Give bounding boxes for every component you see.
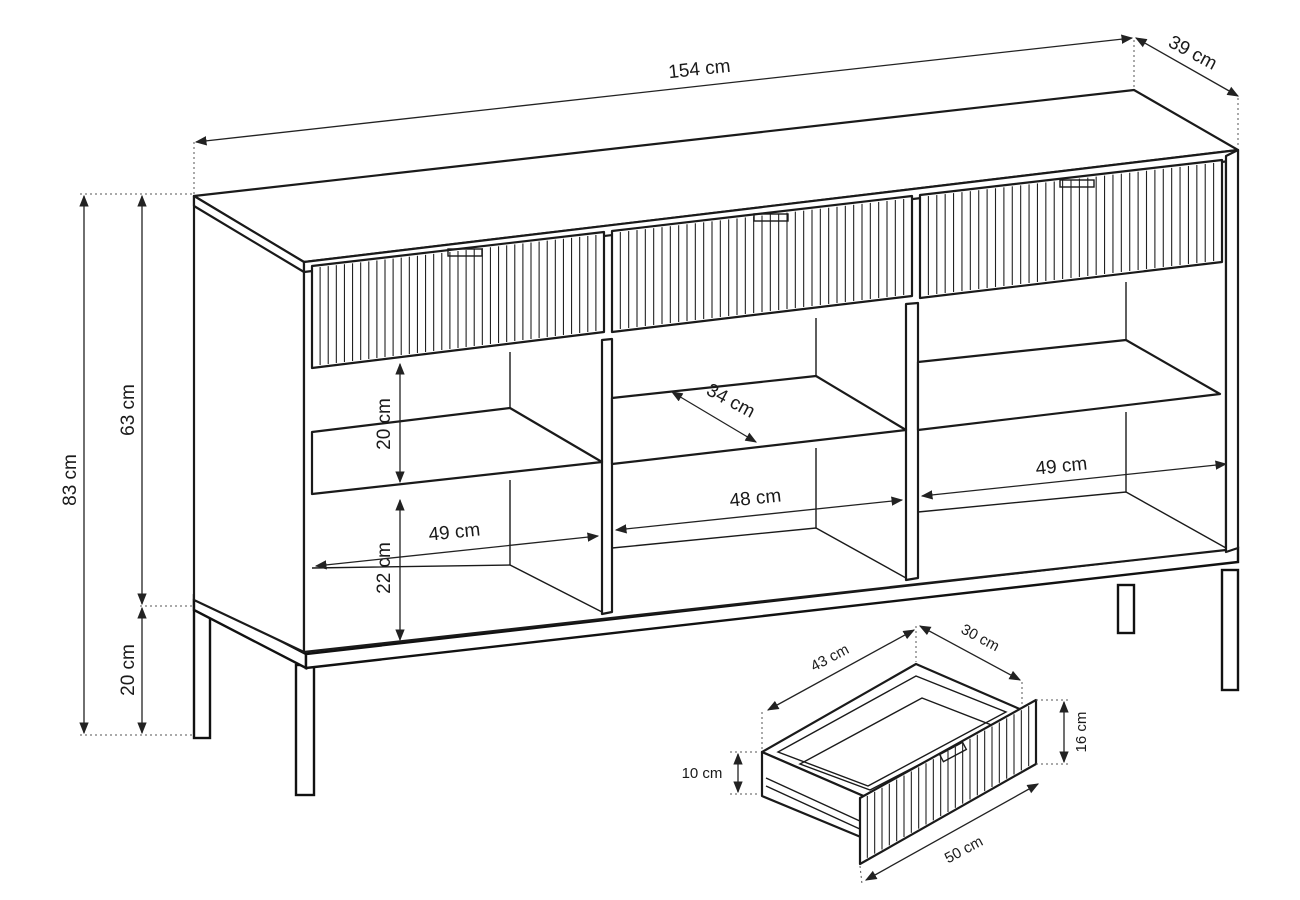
dimension-lines: 154 cm 39 cm 83 cm 63 cm 20 cm 20 cm 22 … bbox=[60, 32, 1240, 736]
shelf-left bbox=[310, 406, 604, 496]
drawer-handle-right[interactable] bbox=[1059, 179, 1095, 188]
lower-gap-label: 22 cm bbox=[374, 542, 395, 594]
left-width-dimension bbox=[314, 532, 600, 570]
back-left-leg bbox=[192, 598, 212, 740]
drawer-width-dimension bbox=[918, 625, 1022, 681]
drawer-fluting bbox=[319, 162, 1215, 365]
total-height-label: 83 cm bbox=[60, 454, 81, 506]
drawer-depth-label: 43 cm bbox=[808, 641, 852, 675]
divider-left bbox=[600, 337, 614, 616]
drawer-handle-left[interactable] bbox=[447, 248, 483, 257]
back-right-leg bbox=[1116, 583, 1136, 635]
drawer-handle-middle[interactable] bbox=[753, 213, 789, 222]
leg-height-label: 20 cm bbox=[118, 644, 139, 696]
drawer-front-width-label: 50 cm bbox=[942, 833, 986, 867]
depth-label: 39 cm bbox=[1165, 32, 1221, 75]
front-left-leg bbox=[294, 663, 316, 797]
width-label: 154 cm bbox=[667, 56, 731, 83]
shelf-depth-dimension bbox=[670, 391, 758, 443]
sideboard bbox=[192, 88, 1240, 797]
drawer-detail-handle bbox=[938, 741, 968, 763]
width-dimension bbox=[194, 34, 1134, 146]
drawer-depth-dimension bbox=[766, 629, 916, 711]
drawer-detail: 43 cm 30 cm 16 cm 10 cm 50 cm bbox=[682, 621, 1090, 885]
upper-gap-label: 20 cm bbox=[374, 398, 395, 450]
right-width-dimension bbox=[920, 460, 1228, 500]
body-height-label: 63 cm bbox=[118, 384, 139, 436]
shelf-right bbox=[916, 338, 1222, 432]
drawer-front-height-label: 16 cm bbox=[1073, 712, 1090, 753]
divider-right bbox=[904, 301, 920, 582]
right-side-panel bbox=[1224, 148, 1240, 554]
middle-width-dimension bbox=[614, 496, 904, 534]
drawer-fronts bbox=[310, 158, 1224, 370]
left-side-panel bbox=[192, 194, 306, 654]
depth-dimension bbox=[1134, 37, 1240, 97]
front-right-leg bbox=[1220, 568, 1240, 692]
drawer-front-width-dimension bbox=[864, 783, 1040, 881]
drawer-box-height-label: 10 cm bbox=[682, 765, 723, 782]
